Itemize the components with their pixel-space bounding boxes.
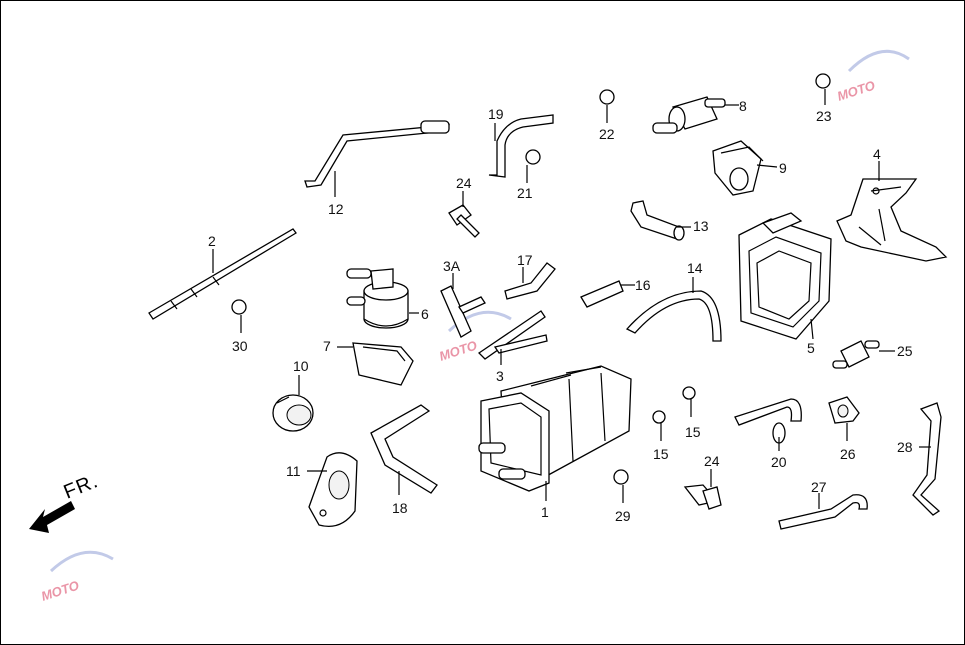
callout-22: 22 xyxy=(599,126,615,142)
callout-23: 23 xyxy=(816,108,832,124)
part-9-clamp xyxy=(712,140,778,196)
watermark-logo-top: MOTO xyxy=(835,49,910,104)
callout-8: 8 xyxy=(739,98,747,114)
watermark-logo-bottom: MOTO xyxy=(39,550,114,604)
callout-24: 24 xyxy=(704,453,720,469)
callout-12: 12 xyxy=(328,201,344,217)
callout-5: 5 xyxy=(807,340,815,356)
callout-18: 18 xyxy=(392,500,408,516)
callout-1: 1 xyxy=(541,504,549,520)
part-1-canister xyxy=(478,365,632,501)
callout-17: 17 xyxy=(517,252,533,268)
part-3a-t-fitting xyxy=(440,273,486,338)
callout-13: 13 xyxy=(693,218,709,234)
part-30-clip xyxy=(231,299,247,333)
callout-28: 28 xyxy=(897,439,913,455)
part-17-short-hose xyxy=(504,262,556,300)
part-27-hose xyxy=(778,493,868,530)
watermark-text: MOTO xyxy=(437,338,479,364)
part-7-cup xyxy=(337,342,414,386)
part-18-long-hose xyxy=(370,404,438,495)
callout-24: 24 xyxy=(456,175,472,191)
part-29-clip xyxy=(613,469,629,503)
callout-30: 30 xyxy=(232,338,248,354)
part-6-filter xyxy=(346,268,419,329)
callout-21: 21 xyxy=(517,185,533,201)
part-24-bolt xyxy=(683,469,722,510)
callout-3a: 3A xyxy=(443,258,461,274)
callout-7: 7 xyxy=(323,338,331,354)
part-22-clip xyxy=(599,89,615,123)
watermark-text: MOTO xyxy=(39,578,81,604)
callout-16: 16 xyxy=(635,277,651,293)
callout-27: 27 xyxy=(811,479,827,495)
part-16-sleeve xyxy=(580,280,635,308)
callout-15: 15 xyxy=(685,424,701,440)
callout-4: 4 xyxy=(873,146,881,162)
callout-25: 25 xyxy=(897,343,913,359)
part-13-elbow xyxy=(630,200,691,241)
callout-3: 3 xyxy=(496,368,504,384)
callout-9: 9 xyxy=(779,160,787,176)
part-24-bolt xyxy=(448,191,480,238)
callout-29: 29 xyxy=(615,508,631,524)
part-28-s-hose xyxy=(912,402,942,516)
callout-14: 14 xyxy=(687,260,703,276)
part-15-clip xyxy=(652,410,666,441)
part-15-clip xyxy=(682,386,696,417)
callout-10: 10 xyxy=(293,358,309,374)
part-19-bent-tube xyxy=(488,114,554,178)
part-12-bent-pipe xyxy=(304,120,450,197)
front-label: FR. xyxy=(61,470,102,504)
part-21-clip xyxy=(525,149,541,183)
callout-2: 2 xyxy=(208,233,216,249)
part-2-rod xyxy=(148,228,297,320)
callout-15: 15 xyxy=(653,446,669,462)
part-8-inline-filter xyxy=(652,96,739,134)
part-20-u-tube xyxy=(734,398,802,451)
part-4-bracket xyxy=(836,161,948,262)
watermark-text: MOTO xyxy=(835,78,877,104)
part-11-latch-plate xyxy=(307,452,358,528)
callout-11: 11 xyxy=(286,463,301,479)
callout-6: 6 xyxy=(421,306,429,322)
part-3-y-tube xyxy=(477,310,548,365)
part-14-curved-hose xyxy=(625,277,722,342)
part-26-mount xyxy=(828,396,860,441)
callout-19: 19 xyxy=(488,106,504,122)
part-5-box-cover xyxy=(738,212,832,340)
callout-20: 20 xyxy=(771,454,787,470)
part-23-clip xyxy=(815,73,831,105)
callout-26: 26 xyxy=(840,446,856,462)
part-25-valve xyxy=(832,340,895,369)
part-10-cap xyxy=(272,375,314,432)
front-direction-arrow: FR. xyxy=(29,470,102,533)
